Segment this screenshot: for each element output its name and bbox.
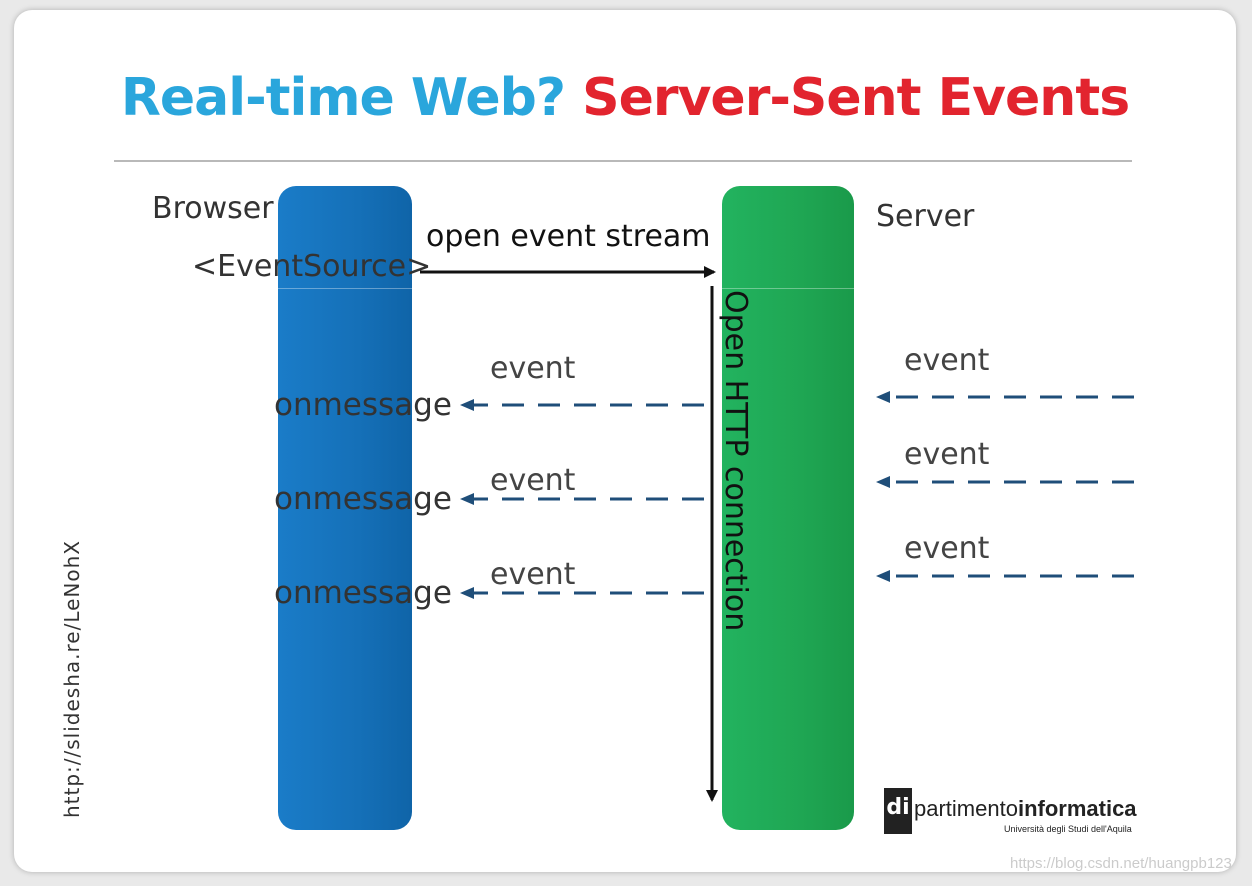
server-bar-separator bbox=[722, 288, 854, 289]
event-label-left-3: event bbox=[490, 557, 576, 592]
event-arrowhead-right-1 bbox=[876, 391, 890, 403]
department-logo: di partimentoinformatica Università degl… bbox=[884, 788, 1204, 838]
browser-label: Browser bbox=[152, 191, 274, 226]
event-label-right-3: event bbox=[904, 531, 990, 566]
server-label: Server bbox=[876, 199, 975, 234]
http-connection-label: Open HTTP connection bbox=[718, 290, 753, 632]
browser-lifeline-bar bbox=[278, 186, 412, 830]
onmessage-label-3: onmessage bbox=[274, 575, 452, 611]
eventsource-label: <EventSource> bbox=[192, 249, 432, 284]
event-arrowhead-left-3 bbox=[460, 587, 474, 599]
logo-subtitle: Università degli Studi dell'Aquila bbox=[1004, 824, 1132, 834]
event-label-left-1: event bbox=[490, 351, 576, 386]
event-label-right-2: event bbox=[904, 437, 990, 472]
watermark: https://blog.csdn.net/huangpb123 bbox=[1010, 855, 1232, 872]
event-label-left-2: event bbox=[490, 463, 576, 498]
title-divider bbox=[114, 160, 1132, 162]
title-part-2: Server-Sent Events bbox=[582, 68, 1130, 128]
event-arrowhead-left-1 bbox=[460, 399, 474, 411]
logo-word-light: partimento bbox=[914, 796, 1018, 821]
browser-bar-separator bbox=[278, 288, 412, 289]
logo-word-bold: informatica bbox=[1017, 796, 1137, 821]
source-credit: http://slidesha.re/LeNohX bbox=[60, 540, 84, 819]
event-arrowhead-right-2 bbox=[876, 476, 890, 488]
title-part-1: Real-time Web? bbox=[120, 68, 566, 128]
open-stream-label: open event stream bbox=[426, 219, 711, 254]
slide: Real-time Web? Server-Sent Events bbox=[14, 10, 1236, 872]
event-arrowhead-right-3 bbox=[876, 570, 890, 582]
event-arrowhead-left-2 bbox=[460, 493, 474, 505]
slide-title: Real-time Web? Server-Sent Events bbox=[14, 68, 1236, 128]
event-label-right-1: event bbox=[904, 343, 990, 378]
server-lifeline-bar bbox=[722, 186, 854, 830]
onmessage-label-2: onmessage bbox=[274, 481, 452, 517]
logo-wordmark: partimentoinformatica bbox=[914, 796, 1137, 822]
onmessage-label-1: onmessage bbox=[274, 387, 452, 423]
logo-mark: di bbox=[884, 788, 912, 834]
